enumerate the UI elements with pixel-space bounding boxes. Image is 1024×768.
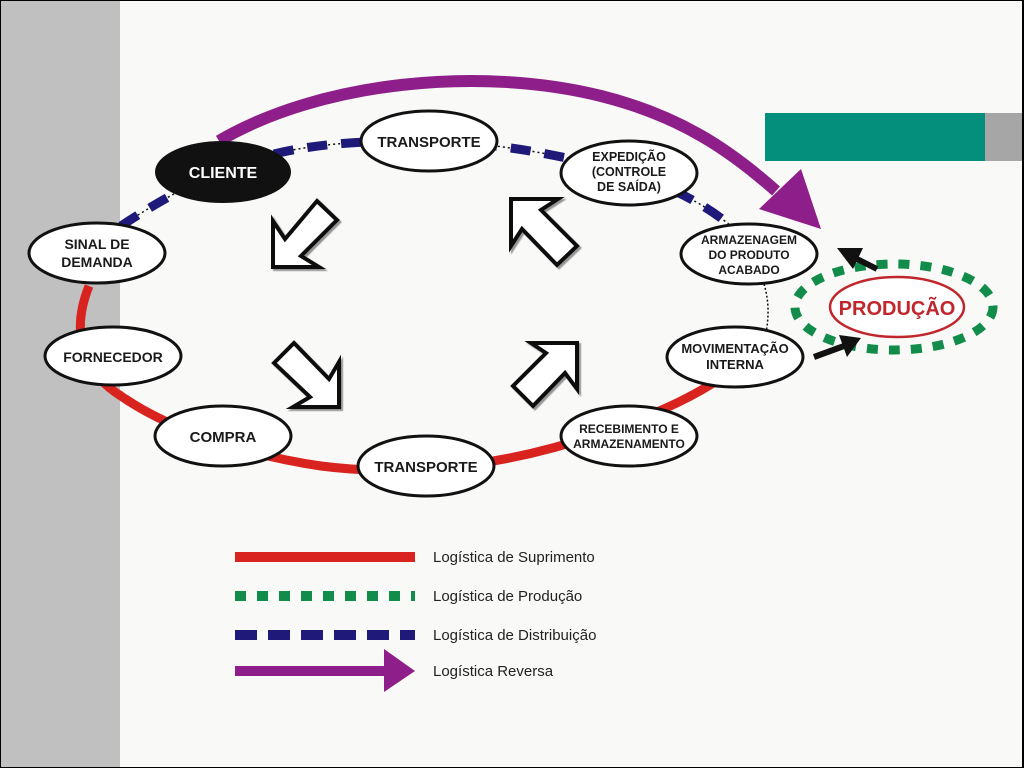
- node-fornecedor[interactable]: FORNECEDOR: [43, 325, 183, 387]
- grey-accent-bar: [985, 113, 1022, 161]
- hollow-arrow-down-right: [271, 340, 341, 409]
- node-armazenagem[interactable]: ARMAZENAGEM DO PRODUTO ACABADO: [679, 222, 819, 286]
- node-transporte-top[interactable]: TRANSPORTE: [359, 109, 499, 173]
- node-movimentacao-line2: INTERNA: [706, 357, 764, 372]
- hollow-arrow-up-right: [510, 341, 579, 409]
- node-transporte-bottom[interactable]: TRANSPORTE: [356, 434, 496, 498]
- node-compra[interactable]: COMPRA: [153, 404, 293, 468]
- hollow-arrow-up-left: [509, 197, 580, 268]
- legend: Logística de Suprimento Logística de Pro…: [235, 549, 596, 692]
- legend-item-production: Logística de Produção: [235, 588, 582, 605]
- node-expedicao-line1: EXPEDIÇÃO: [592, 149, 666, 164]
- node-expedicao-line3: DE SAÍDA): [597, 179, 661, 194]
- node-fornecedor-label: FORNECEDOR: [63, 349, 163, 365]
- arrow-producao-to-armazenagem: [837, 248, 879, 272]
- node-armazenagem-line3: ACABADO: [718, 263, 779, 277]
- node-recebimento[interactable]: RECEBIMENTO E ARMAZENAMENTO: [559, 404, 699, 468]
- node-cliente[interactable]: CLIENTE: [155, 141, 291, 203]
- node-cliente-label: CLIENTE: [189, 165, 258, 182]
- node-expedicao-line2: (CONTROLE: [592, 165, 666, 179]
- node-armazenagem-line1: ARMAZENAGEM: [701, 233, 797, 247]
- internal-connector: [763, 283, 769, 334]
- node-movimentacao[interactable]: MOVIMENTAÇÃO INTERNA: [665, 325, 805, 389]
- legend-label-distribution: Logística de Distribuição: [433, 627, 596, 644]
- node-recebimento-line1: RECEBIMENTO E: [579, 422, 679, 436]
- legend-label-reverse: Logística Reversa: [433, 663, 554, 680]
- node-producao-label: PRODUÇÃO: [839, 297, 956, 320]
- node-sinal-line2: DEMANDA: [61, 254, 133, 270]
- node-movimentacao-line1: MOVIMENTAÇÃO: [681, 341, 788, 356]
- hollow-arrow-down-left: [271, 198, 340, 269]
- reverse-path: [215, 75, 780, 196]
- node-recebimento-line2: ARMAZENAMENTO: [573, 437, 685, 451]
- legend-item-supply: Logística de Suprimento: [235, 549, 595, 566]
- node-sinal-demanda[interactable]: SINAL DE DEMANDA: [27, 221, 167, 285]
- node-sinal-line1: SINAL DE: [64, 236, 129, 252]
- node-compra-label: COMPRA: [190, 429, 257, 446]
- node-transporte-bottom-label: TRANSPORTE: [374, 459, 477, 476]
- arrow-movimentacao-to-producao: [812, 335, 861, 360]
- reverse-arrowhead: [759, 169, 821, 229]
- node-expedicao[interactable]: EXPEDIÇÃO (CONTROLE DE SAÍDA): [559, 139, 699, 207]
- node-transporte-top-label: TRANSPORTE: [377, 134, 480, 151]
- node-producao[interactable]: PRODUÇÃO: [828, 275, 966, 339]
- legend-item-reverse: Logística Reversa: [235, 649, 554, 692]
- production-dotted-ring: [790, 259, 998, 355]
- legend-item-distribution: Logística de Distribuição: [235, 627, 596, 644]
- teal-accent-bar: [765, 113, 985, 161]
- legend-swatch-reverse-arrowhead: [384, 649, 415, 692]
- legend-label-production: Logística de Produção: [433, 588, 582, 605]
- node-armazenagem-line2: DO PRODUTO: [708, 248, 789, 262]
- legend-label-supply: Logística de Suprimento: [433, 549, 595, 566]
